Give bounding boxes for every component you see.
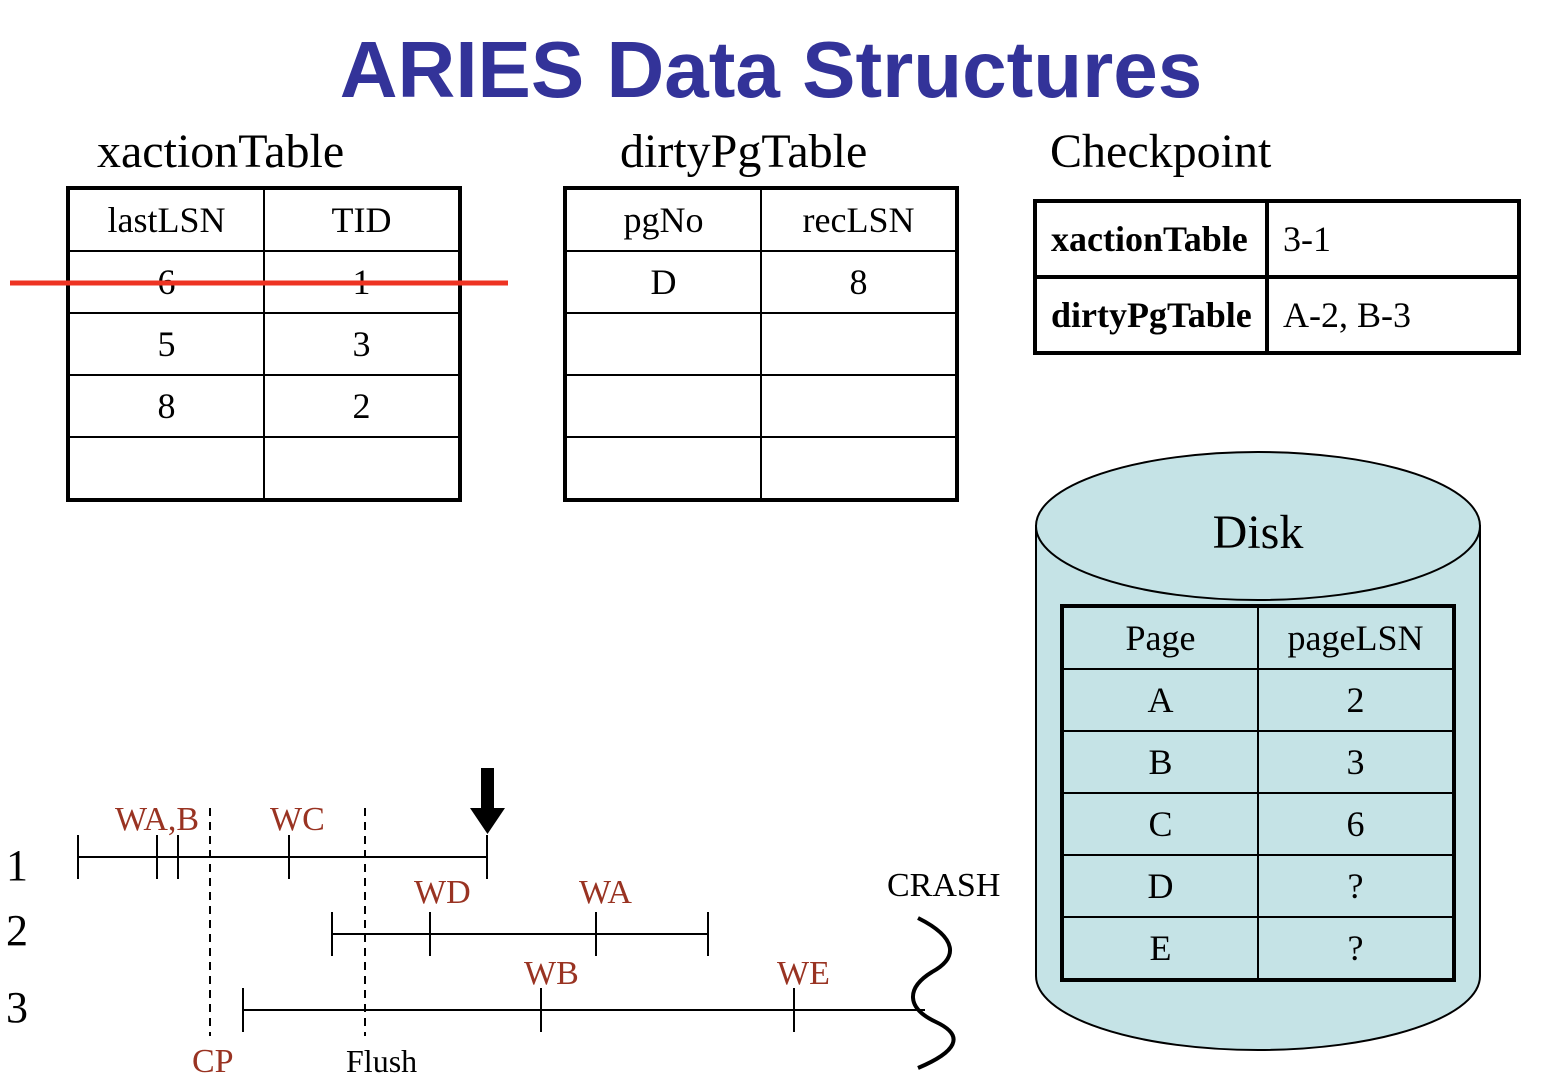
cell-tid: 2 (263, 374, 461, 438)
cell-page: C (1061, 792, 1259, 856)
event-label: WC (270, 801, 325, 838)
event-label: WE (777, 955, 830, 992)
table-row (564, 436, 958, 501)
table-row: 8 2 (67, 374, 461, 438)
transaction-label: 1 (6, 841, 28, 890)
cell-pg-no: D (564, 250, 762, 314)
checkpoint-value: A-2, B-3 (1265, 275, 1521, 355)
table-row: 5 3 (67, 312, 461, 376)
cell-pg-no (564, 312, 762, 376)
cell-pg-no (564, 374, 762, 438)
crash-squiggle (911, 916, 956, 1070)
header-page-lsn: pageLSN (1257, 605, 1455, 670)
checkpoint-value: 3-1 (1265, 199, 1521, 279)
cell-tid (263, 436, 461, 501)
xaction-table: lastLSN TID 6 1 5 3 8 2 (66, 186, 462, 502)
disk-page-table: Page pageLSN A 2 B 3 C 6 D ? E ? (1060, 604, 1456, 982)
table-row: dirtyPgTable A-2, B-3 (1033, 275, 1521, 355)
cell-rec-lsn (760, 312, 958, 376)
event-label: WA (579, 874, 632, 911)
cell-page-lsn: ? (1257, 916, 1455, 981)
event-label: WB (524, 955, 579, 992)
arrow-down-icon (470, 768, 505, 834)
flush-label: Flush (346, 1043, 417, 1079)
transaction-3-line (242, 988, 925, 1032)
cell-tid: 3 (263, 312, 461, 376)
xaction-table-title: xactionTable (97, 125, 345, 178)
table-row (67, 436, 461, 501)
transaction-1-line (77, 835, 488, 879)
header-tid: TID (263, 187, 461, 252)
dirty-pg-table: pgNo recLSN D 8 (563, 186, 959, 502)
header-rec-lsn: recLSN (760, 187, 958, 252)
header-last-lsn: lastLSN (67, 187, 265, 252)
table-row: xactionTable 3-1 (1033, 199, 1521, 279)
cell-last-lsn: 5 (67, 312, 265, 376)
cell-page-lsn: 2 (1257, 668, 1455, 732)
table-row: D ? (1061, 854, 1455, 918)
table-header-row: lastLSN TID (67, 187, 461, 252)
cell-last-lsn: 8 (67, 374, 265, 438)
cell-page: B (1061, 730, 1259, 794)
header-pg-no: pgNo (564, 187, 762, 252)
checkpoint-key: dirtyPgTable (1033, 275, 1269, 355)
cell-rec-lsn (760, 436, 958, 501)
table-row: A 2 (1061, 668, 1455, 732)
table-row (564, 312, 958, 376)
cell-rec-lsn (760, 374, 958, 438)
cell-page-lsn: 6 (1257, 792, 1455, 856)
cell-pg-no (564, 436, 762, 501)
checkpoint-title: Checkpoint (1050, 125, 1272, 178)
cell-page-lsn: ? (1257, 854, 1455, 918)
table-row: E ? (1061, 916, 1455, 981)
transaction-label: 2 (6, 906, 28, 955)
cell-page-lsn: 3 (1257, 730, 1455, 794)
event-label: WD (414, 874, 471, 911)
transaction-label: 3 (6, 983, 28, 1032)
table-header-row: pgNo recLSN (564, 187, 958, 252)
header-page: Page (1061, 605, 1259, 670)
event-label: WA,B (115, 801, 199, 838)
table-row: D 8 (564, 250, 958, 314)
cell-rec-lsn: 8 (760, 250, 958, 314)
dirty-pg-table-title: dirtyPgTable (620, 125, 868, 178)
cell-last-lsn (67, 436, 265, 501)
checkpoint-table: xactionTable 3-1 dirtyPgTable A-2, B-3 (1033, 199, 1521, 355)
disk-label: Disk (1213, 506, 1304, 559)
cell-page: D (1061, 854, 1259, 918)
crash-label: CRASH (887, 867, 1000, 904)
page-title: ARIES Data Structures (339, 25, 1203, 114)
table-header-row: Page pageLSN (1061, 605, 1455, 670)
transaction-2-line (331, 912, 709, 956)
table-row (564, 374, 958, 438)
table-row: B 3 (1061, 730, 1455, 794)
table-row: C 6 (1061, 792, 1455, 856)
cell-page: A (1061, 668, 1259, 732)
cell-page: E (1061, 916, 1259, 981)
cp-label: CP (192, 1043, 234, 1080)
checkpoint-key: xactionTable (1033, 199, 1269, 279)
